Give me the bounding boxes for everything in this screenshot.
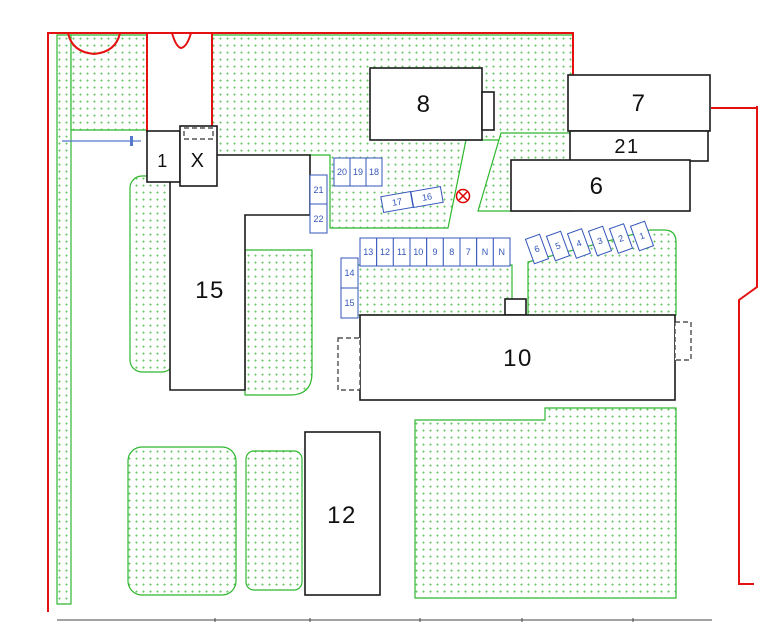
parking-space-label: 17 [391,196,403,208]
parking-space [340,287,359,319]
parking-space [608,223,634,254]
boundary-right [738,106,758,585]
parking-space-label: 16 [421,191,433,203]
parking-space-label: 20 [337,167,347,177]
road-edge [57,618,712,622]
vegetation-area-bottom-left [127,446,237,596]
building-8-annex [481,91,495,131]
vegetation-area-mid-right [527,229,677,316]
building-7-label: 7 [632,90,647,117]
parking-space-label: 19 [353,167,363,177]
boundary-lines [47,31,758,612]
building-21-label: 21 [614,136,639,158]
parking-space-label: 5 [554,240,562,251]
building-12-outline [304,431,381,596]
vegetation-area-right-of-b15 [244,249,313,396]
parking-space-label: 18 [369,167,379,177]
vegetation-area-bottom-mid [245,450,303,591]
parking-space-label: 14 [344,268,354,278]
building-8-outline [369,67,483,141]
gate-post-icon [130,136,133,146]
parking-space-label: 21 [313,185,323,195]
building-1-label: 1 [157,151,169,171]
parking-space [566,228,592,259]
parking-space-label: 10 [413,247,423,257]
parking-space-label: 2 [617,233,625,244]
parking-spaces: 20 19 18 17 16 21 22 13 12 11 10 9 8 7 N… [309,157,655,319]
building-15-outline [169,154,311,391]
parking-space-label: 12 [380,247,390,257]
building-6-label: 6 [590,173,605,200]
vegetation-area-mid [344,264,513,316]
parking-space-label: 1 [638,230,646,241]
vegetation-area-bottom-right [414,407,677,599]
building-6-outline [510,159,691,212]
parking-space [524,233,550,265]
building-1-outline [146,130,181,183]
parking-space [309,203,328,234]
parking-space-label: 6 [533,243,541,254]
no-entry-cross [458,191,468,201]
building-10-label: 10 [503,345,533,372]
parking-space [545,230,571,262]
parking-space-label: 9 [432,247,437,257]
building-x-dashed-annex [183,127,214,140]
gate-swing-small-icon [170,31,193,50]
building-8-label: 8 [417,91,432,118]
parking-space [365,157,383,187]
vegetation-area-left-strip [56,34,72,605]
building-10-bump [504,298,527,316]
parking-space-label: 11 [397,247,406,257]
parking-space-label: 3 [596,235,604,246]
buildings: 15 1 X 8 7 21 6 10 12 [146,67,711,596]
parking-space-label: 8 [449,247,454,257]
gate-swing-icon [66,31,122,56]
building-10-dashed-left [337,337,361,391]
building-7-outline [567,74,711,132]
parking-space-label: 7 [466,247,471,257]
vegetation-area-left-of-b15 [129,175,175,373]
building-10-dashed-right [674,321,692,361]
parking-space [587,225,613,257]
parking-space-label: N [498,247,505,257]
building-x-label: X [191,150,206,172]
parking-space-label: 22 [313,214,323,224]
parking-space-label: 15 [344,298,354,308]
no-entry-icon [455,188,471,204]
parking-space-label: 4 [575,238,583,249]
parking-space-label: N [482,247,489,257]
parking-space [410,185,444,209]
road-edge-ticks [214,618,634,622]
parking-space-label: 13 [363,247,373,257]
building-12-label: 12 [327,502,357,529]
parking-space [629,220,655,252]
building-15-label: 15 [195,277,225,304]
parking-space [492,237,511,267]
